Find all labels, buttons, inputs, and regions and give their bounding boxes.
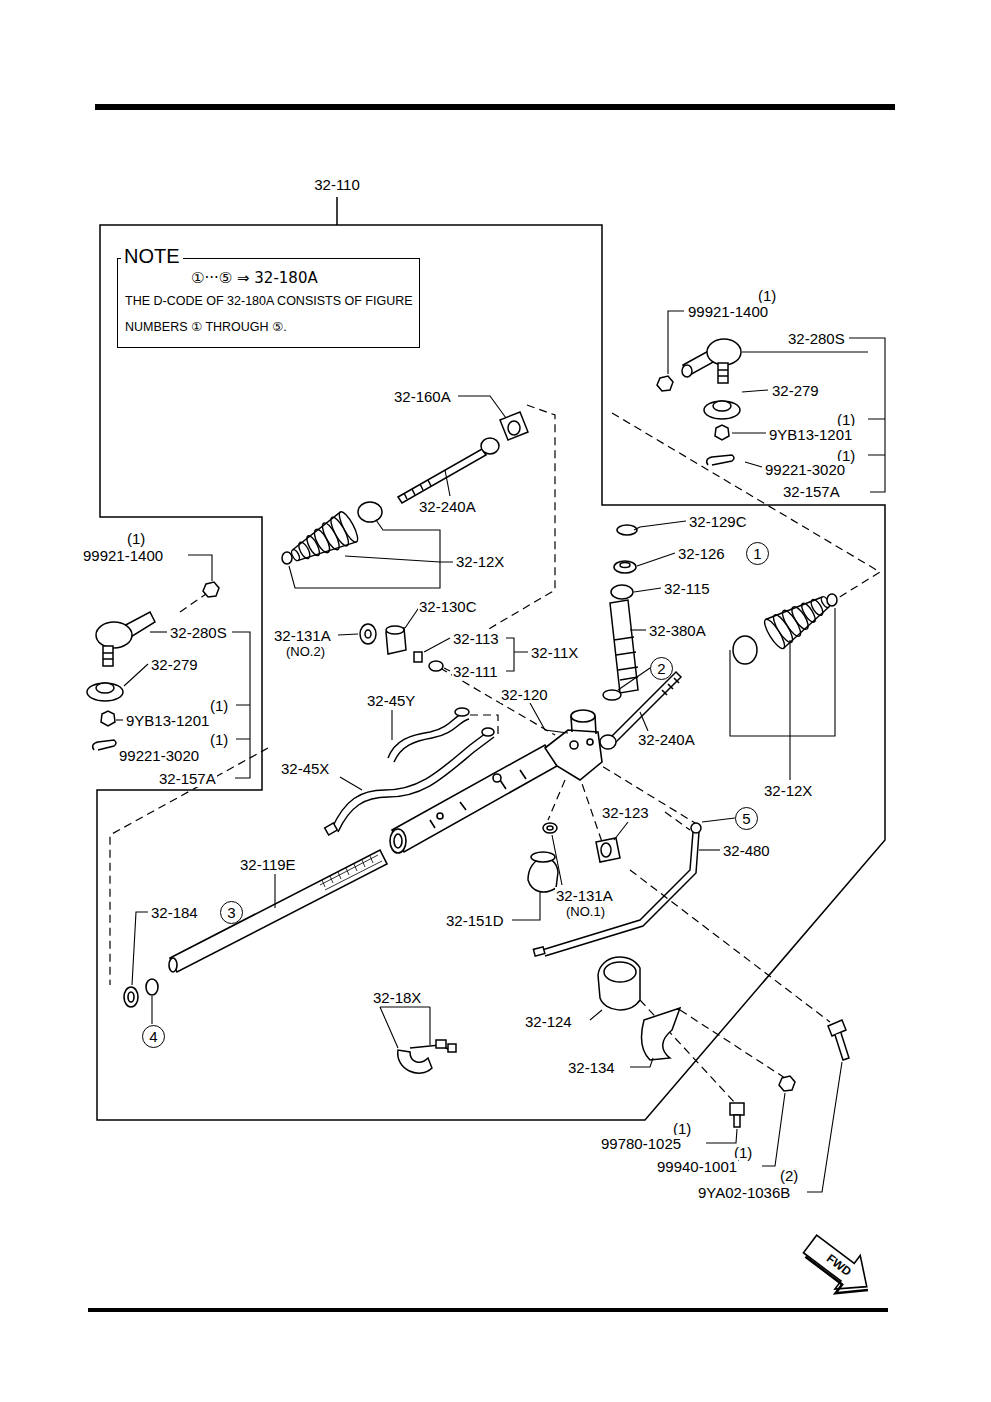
note-box: NOTE①···⑤ ⇒ 32-180ATHE D-CODE OF 32-180A… <box>117 258 420 348</box>
part-label: 99921-1400 <box>687 303 769 320</box>
part-label: 32-160A <box>393 388 452 405</box>
part-label: 9YB13-1201 <box>768 426 853 443</box>
part-label: 32-157A <box>782 483 841 500</box>
part-label: 32-45Y <box>366 692 416 709</box>
part-label: 32-279 <box>150 656 199 673</box>
part-label: 9YA02-1036B <box>697 1184 791 1201</box>
part-label: 32-280S <box>169 624 228 641</box>
part-label: (2) <box>779 1167 799 1184</box>
part-label: 32-184 <box>150 904 199 921</box>
part-label: 99221-3020 <box>764 461 846 478</box>
part-label: 32-130C <box>418 598 478 615</box>
part-label: (1) <box>757 287 777 304</box>
part-label: (NO.2) <box>285 644 326 659</box>
part-label: 32-279 <box>771 382 820 399</box>
part-label: 99940-1001 <box>656 1158 738 1175</box>
part-label: 32-151D <box>445 912 505 929</box>
callout-number: 5 <box>742 811 750 826</box>
part-label: 32-113 <box>452 630 500 647</box>
part-label: 9YB13-1201 <box>125 712 210 729</box>
part-label: 32-11X <box>530 644 579 661</box>
part-label: 32-129C <box>688 513 748 530</box>
part-label: 99921-1400 <box>82 547 164 564</box>
part-label: 32-240A <box>637 731 696 748</box>
callout-circle: 4 <box>142 1025 165 1048</box>
part-label: 32-12X <box>763 782 813 799</box>
part-label: 32-119E <box>239 856 297 873</box>
part-label: (1) <box>209 731 229 748</box>
part-label: 32-134 <box>567 1059 616 1076</box>
part-label: 32-115 <box>663 580 711 597</box>
note-heading: NOTE <box>121 245 183 267</box>
part-label: 32-45X <box>280 760 330 777</box>
part-label: 32-120 <box>500 686 549 703</box>
part-label: (1) <box>209 697 229 714</box>
callout-number: 3 <box>227 905 235 920</box>
callout-number: 1 <box>753 546 761 561</box>
callout-number: 4 <box>149 1029 157 1044</box>
part-label: 99221-3020 <box>118 747 200 764</box>
part-label: 32-380A <box>648 622 707 639</box>
part-label: 32-124 <box>524 1013 573 1030</box>
part-label: 32-280S <box>787 330 846 347</box>
part-label: 99780-1025 <box>600 1135 682 1152</box>
part-label: 32-18X <box>372 989 422 1006</box>
note-text: THE D-CODE OF 32-180A CONSISTS OF FIGURE… <box>125 288 413 340</box>
part-label: 32-12X <box>455 553 505 570</box>
callout-circle: 3 <box>220 901 243 924</box>
part-label: (NO.1) <box>565 904 606 919</box>
assembly-number: 32-110 <box>312 176 362 193</box>
part-label: 32-157A <box>158 770 217 787</box>
part-label: 32-240A <box>418 498 477 515</box>
part-label: 32-126 <box>677 545 726 562</box>
part-label: 32-123 <box>601 804 650 821</box>
part-label: 32-111 <box>452 663 498 680</box>
part-label: 32-480 <box>722 842 771 859</box>
part-label: 32-131A <box>555 887 614 904</box>
callout-circle: 5 <box>735 807 758 830</box>
part-label: 32-131A <box>273 627 332 644</box>
callout-number: 2 <box>657 661 665 676</box>
note-text: ①···⑤ ⇒ 32-180A <box>125 268 413 288</box>
callout-circle: 2 <box>650 657 673 680</box>
part-label: (1) <box>126 530 146 547</box>
assembly-outline: 32-110NOTE①···⑤ ⇒ 32-180ATHE D-CODE OF 3… <box>95 172 895 1127</box>
callout-circle: 1 <box>746 542 769 565</box>
